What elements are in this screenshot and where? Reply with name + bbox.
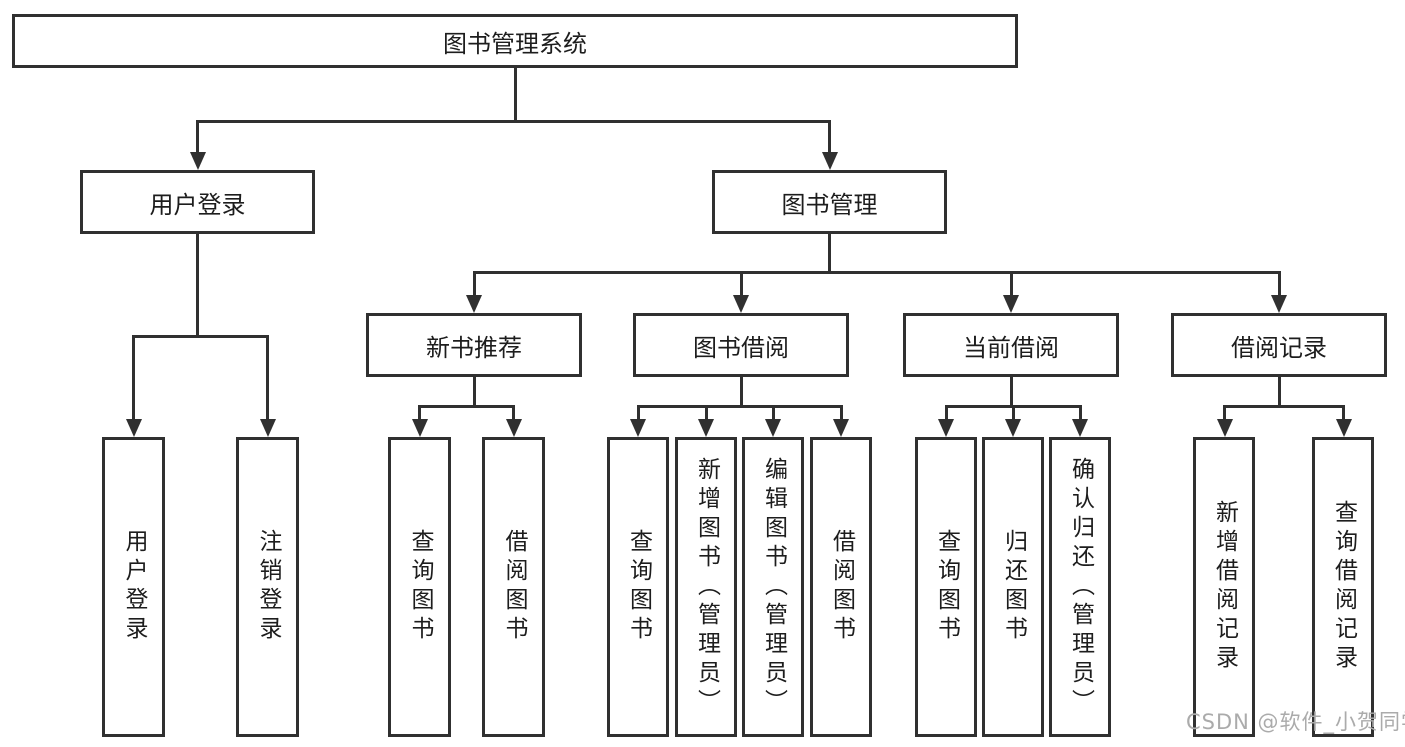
arrowhead-bb-query — [630, 419, 646, 437]
leaf-cb-query-label: 查询图书 — [933, 529, 960, 645]
connector-drop-cb-query — [944, 405, 948, 423]
arrowhead-bb-add — [698, 419, 714, 437]
connector-drop-bb-add — [704, 405, 708, 423]
leaf-logout: 注销登录 — [236, 437, 299, 737]
arrowhead-cb-confirm — [1072, 419, 1088, 437]
connector-drop-new-books — [472, 271, 476, 299]
arrowhead-book-mgmt — [821, 152, 838, 170]
arrowhead-cb-return — [1005, 419, 1021, 437]
connector-borrow-records-rail — [1223, 405, 1345, 408]
connector-borrow-records-stem — [1277, 377, 1281, 408]
leaf-cb-return: 归还图书 — [982, 437, 1044, 737]
connector-new-books-stem — [472, 377, 476, 408]
connector-drop-borrow-records — [1277, 271, 1281, 299]
leaf-br-query: 查询借阅记录 — [1312, 437, 1374, 737]
connector-new-books-rail — [418, 405, 515, 408]
leaf-cb-return-label: 归还图书 — [1000, 529, 1027, 645]
connector-drop-book-borrow — [739, 271, 743, 299]
arrowhead-user-login — [189, 152, 206, 170]
arrowhead-borrow-records — [1271, 295, 1287, 313]
node-current-borrow: 当前借阅 — [903, 313, 1119, 377]
connector-drop-bb-query — [636, 405, 640, 423]
connector-drop-bb-edit — [771, 405, 775, 423]
connector-drop-cb-confirm — [1078, 405, 1082, 423]
connector-book-mgmt-rail — [472, 271, 1281, 274]
arrowhead-nb-borrow — [505, 419, 522, 437]
leaf-br-add-label: 新增借阅记录 — [1211, 500, 1238, 674]
connector-book-borrow-rail — [636, 405, 843, 408]
node-borrow-records: 借阅记录 — [1171, 313, 1387, 377]
connector-drop-bb-borrow — [839, 405, 843, 423]
leaf-bb-edit-label: 编辑图书（管理员） — [760, 456, 787, 718]
leaf-bb-add: 新增图书（管理员） — [675, 437, 737, 737]
node-root: 图书管理系统 — [12, 14, 1018, 68]
connector-drop-nb-query — [418, 405, 421, 423]
connector-drop-br-query — [1342, 405, 1345, 423]
leaf-bb-borrow-label: 借阅图书 — [828, 529, 855, 645]
arrowhead-br-query — [1335, 419, 1352, 437]
leaf-cb-confirm-label: 确认归还（管理员） — [1067, 456, 1094, 718]
node-user-login: 用户登录 — [80, 170, 315, 234]
arrowhead-br-add — [1216, 419, 1233, 437]
connector-book-mgmt-stem — [828, 234, 831, 274]
arrowhead-cb-query — [938, 419, 954, 437]
leaf-nb-query: 查询图书 — [388, 437, 451, 737]
connector-user-login-stem — [196, 234, 199, 338]
connector-drop-book-mgmt — [828, 120, 831, 156]
connector-root-stem — [513, 68, 517, 123]
arrowhead-bb-borrow — [833, 419, 849, 437]
node-root-label: 图书管理系统 — [443, 29, 587, 58]
node-book-borrow-label: 图书借阅 — [693, 333, 789, 362]
connector-drop-cb-return — [1011, 405, 1015, 423]
connector-user-login-rail — [132, 335, 269, 338]
node-new-books: 新书推荐 — [366, 313, 582, 377]
arrowhead-book-borrow — [733, 295, 749, 313]
node-borrow-records-label: 借阅记录 — [1231, 333, 1327, 362]
connector-root-rail — [196, 120, 831, 123]
node-book-mgmt: 图书管理 — [712, 170, 947, 234]
connector-current-borrow-stem — [1009, 377, 1013, 408]
node-user-login-label: 用户登录 — [149, 190, 246, 219]
node-new-books-label: 新书推荐 — [426, 333, 522, 362]
connector-drop-leaf-user-login — [132, 335, 135, 421]
arrowhead-bb-edit — [765, 419, 781, 437]
node-current-borrow-label: 当前借阅 — [963, 333, 1059, 362]
leaf-br-add: 新增借阅记录 — [1193, 437, 1255, 737]
arrowhead-leaf-user-login — [125, 419, 142, 437]
leaf-logout-label: 注销登录 — [255, 529, 281, 645]
csdn-watermark: CSDN @软件_小贺同学 — [1186, 710, 1405, 734]
connector-drop-user-login — [196, 120, 199, 156]
leaf-user-login: 用户登录 — [102, 437, 165, 737]
leaf-cb-confirm: 确认归还（管理员） — [1049, 437, 1111, 737]
leaf-bb-borrow: 借阅图书 — [810, 437, 872, 737]
leaf-user-login-label: 用户登录 — [121, 529, 147, 645]
leaf-nb-borrow: 借阅图书 — [482, 437, 545, 737]
leaf-bb-edit: 编辑图书（管理员） — [742, 437, 804, 737]
leaf-cb-query: 查询图书 — [915, 437, 977, 737]
leaf-nb-borrow-label: 借阅图书 — [501, 529, 527, 645]
connector-drop-leaf-logout — [266, 335, 269, 421]
connector-drop-nb-borrow — [512, 405, 515, 423]
arrowhead-current-borrow — [1003, 295, 1019, 313]
node-book-borrow: 图书借阅 — [633, 313, 849, 377]
leaf-bb-query-label: 查询图书 — [625, 529, 652, 645]
leaf-br-query-label: 查询借阅记录 — [1330, 500, 1357, 674]
leaf-bb-query: 查询图书 — [607, 437, 669, 737]
arrowhead-nb-query — [411, 419, 428, 437]
leaf-bb-add-label: 新增图书（管理员） — [693, 456, 720, 718]
connector-book-borrow-stem — [739, 377, 743, 408]
connector-drop-current-borrow — [1009, 271, 1013, 299]
connector-drop-br-add — [1223, 405, 1226, 423]
leaf-nb-query-label: 查询图书 — [407, 529, 433, 645]
node-book-mgmt-label: 图书管理 — [781, 190, 878, 219]
arrowhead-leaf-logout — [259, 419, 276, 437]
arrowhead-new-books — [466, 295, 482, 313]
